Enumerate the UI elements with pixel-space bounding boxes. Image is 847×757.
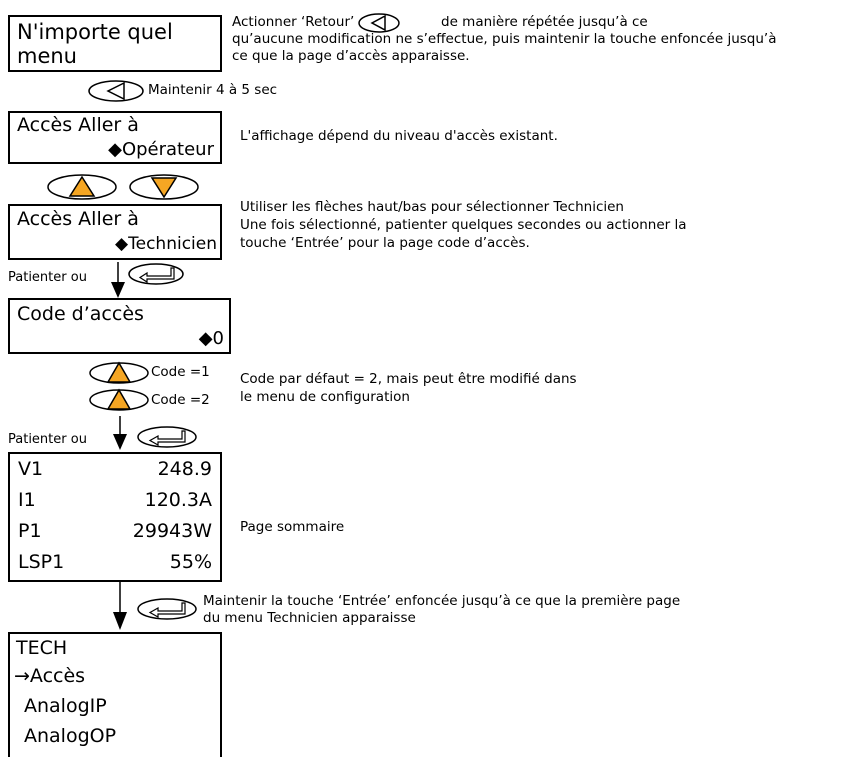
step6-desc-line2: du menu Technicien apparaisse xyxy=(203,610,416,626)
code-two-label: Code =2 xyxy=(151,392,210,408)
summary-desc: Page sommaire xyxy=(240,519,345,535)
tech-menu-display: TECH →Accès AnalogIP AnalogOP xyxy=(8,632,222,757)
summary-row-label: P1 xyxy=(18,520,42,542)
step6-desc-line1: Maintenir la touche ‘Entrée’ enfoncée ju… xyxy=(203,593,681,609)
down-flow-arrow xyxy=(113,416,127,450)
any-menu-line2: menu xyxy=(17,44,77,68)
tech-menu-item-access[interactable]: →Accès xyxy=(14,665,86,687)
wait-or-label: Patienter ou xyxy=(8,432,87,447)
access-code-value: ◆0 xyxy=(198,328,224,349)
enter-button-icon[interactable] xyxy=(136,597,198,621)
down-flow-arrow xyxy=(113,582,127,630)
summary-row-value: 55% xyxy=(169,551,212,573)
step3-desc-line1: Utiliser les flèches haut/bas pour sélec… xyxy=(240,199,624,215)
access-code-title: Code d’accès xyxy=(17,303,144,325)
up-arrow-button-icon[interactable] xyxy=(42,173,122,201)
summary-row-value: 248.9 xyxy=(157,458,212,480)
access-level-value: ◆Opérateur xyxy=(108,139,214,160)
step1-desc-part2: de manière répétée jusqu’à ce xyxy=(441,14,648,30)
step3-desc-line3: touche ‘Entrée’ pour la page code d’accè… xyxy=(240,235,530,251)
code-one-label: Code =1 xyxy=(151,364,210,380)
back-button-icon[interactable] xyxy=(87,79,147,103)
down-flow-arrow xyxy=(111,262,125,298)
summary-row-value: 120.3A xyxy=(144,489,212,511)
hold-duration-label: Maintenir 4 à 5 sec xyxy=(148,82,278,98)
summary-row-label: LSP1 xyxy=(18,551,65,573)
step1-desc-line2: qu’aucune modification ne s’effectue, pu… xyxy=(232,31,777,47)
access-goto-title: Accès Aller à xyxy=(17,208,139,230)
step1-desc-part1: Actionner ‘Retour’ xyxy=(232,14,355,30)
up-arrow-button-icon[interactable] xyxy=(88,388,152,412)
step4-desc-line2: le menu de configuration xyxy=(240,389,410,405)
access-goto-operator-display: Accès Aller à ◆Opérateur xyxy=(8,111,222,164)
back-button-icon[interactable] xyxy=(357,12,401,34)
enter-button-icon[interactable] xyxy=(127,262,185,286)
access-code-display: Code d’accès ◆0 xyxy=(8,298,231,354)
summary-row-label: V1 xyxy=(18,458,44,480)
step3-desc-line2: Une fois sélectionné, patienter quelques… xyxy=(240,217,687,233)
summary-row-lsp1: LSP1 55% xyxy=(18,551,212,573)
summary-row-i1: I1 120.3A xyxy=(18,489,212,511)
step1-desc-line3: ce que la page d’accès apparaisse. xyxy=(232,48,470,64)
up-arrow-button-icon[interactable] xyxy=(88,361,152,385)
access-goto-technician-display: Accès Aller à ◆Technicien xyxy=(8,204,222,260)
enter-button-icon[interactable] xyxy=(136,425,198,449)
tech-menu-title: TECH xyxy=(16,637,68,659)
summary-page-display: V1 248.9 I1 120.3A P1 29943W LSP1 55% xyxy=(8,452,222,582)
any-menu-line1: N'importe quel xyxy=(17,20,173,44)
tech-menu-item-analogop[interactable]: AnalogOP xyxy=(24,725,117,747)
access-goto-title: Accès Aller à xyxy=(17,114,139,136)
step2-desc: L'affichage dépend du niveau d'accès exi… xyxy=(240,128,558,144)
summary-row-p1: P1 29943W xyxy=(18,520,212,542)
summary-row-label: I1 xyxy=(18,489,36,511)
access-level-value: ◆Technicien xyxy=(115,234,217,254)
summary-row-v1: V1 248.9 xyxy=(18,458,212,480)
wait-or-label: Patienter ou xyxy=(8,270,87,285)
summary-row-value: 29943W xyxy=(132,520,212,542)
step4-desc-line1: Code par défaut = 2, mais peut être modi… xyxy=(240,371,577,387)
down-arrow-button-icon[interactable] xyxy=(124,173,204,201)
any-menu-display: N'importe quel menu xyxy=(8,15,222,72)
tech-menu-item-analogip[interactable]: AnalogIP xyxy=(24,695,107,717)
